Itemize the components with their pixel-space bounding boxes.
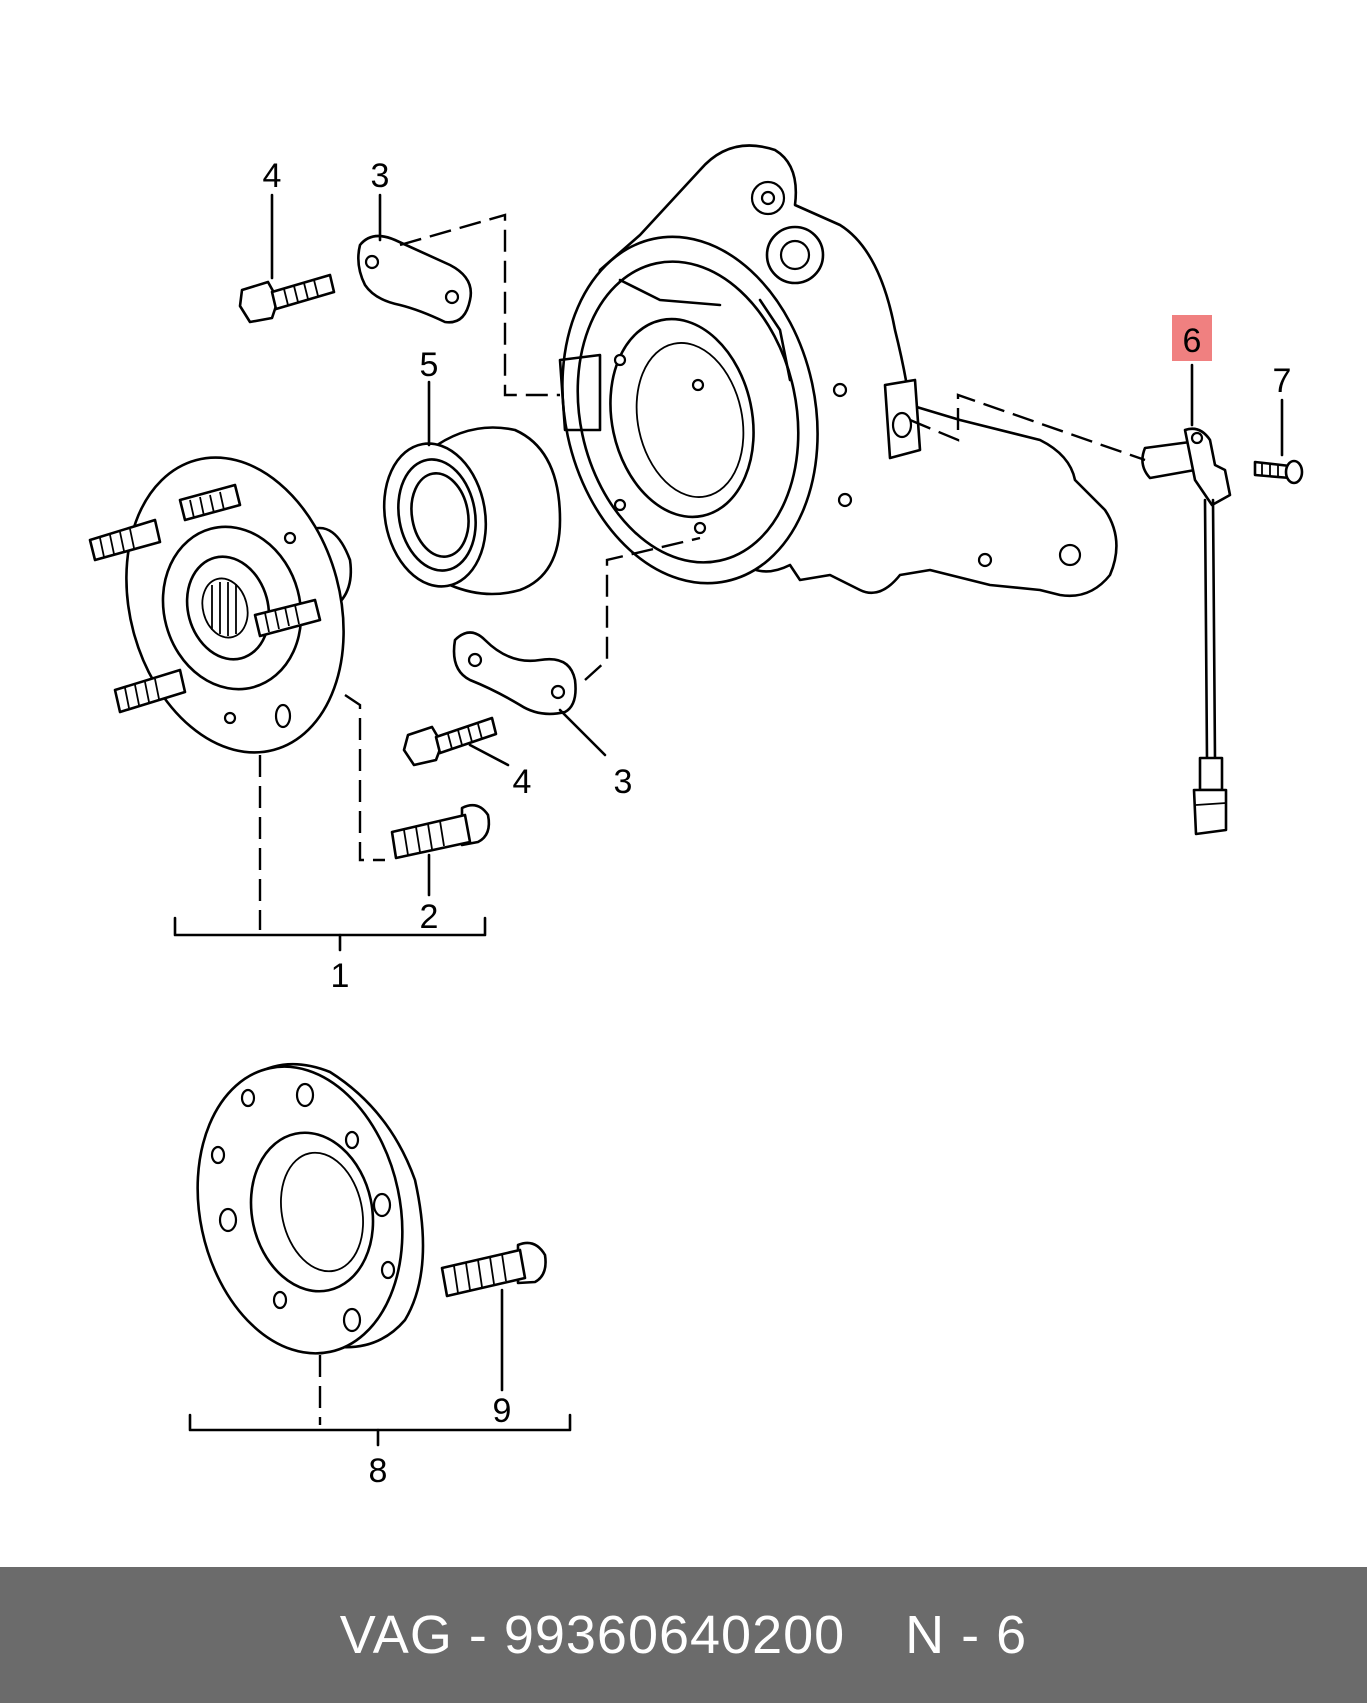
hub-stud	[88, 518, 162, 562]
wheel-hub	[88, 456, 353, 754]
callout-3-upper: 3	[371, 157, 390, 195]
callout-6: 6	[1183, 322, 1202, 360]
footer-bar: VAG - 99360640200 N - 6	[0, 1567, 1367, 1703]
callout-5: 5	[420, 346, 439, 384]
hex-bolt-upper	[238, 273, 336, 324]
hub-flange	[196, 1062, 425, 1355]
speed-sensor	[1141, 427, 1232, 836]
locking-plate-lower	[452, 631, 577, 716]
callout-4-upper: 4	[263, 157, 282, 195]
callout-3-lower: 3	[614, 763, 633, 801]
wheel-stud	[390, 803, 491, 860]
hub-stud	[178, 483, 242, 522]
callout-9: 9	[493, 1392, 512, 1430]
footer-caption: VAG - 99360640200 N - 6	[340, 1604, 1027, 1666]
sensor-screw	[1253, 459, 1304, 485]
flange-stud	[440, 1241, 547, 1298]
leader-lines	[173, 193, 1284, 1447]
position-reference: N - 6	[905, 1605, 1028, 1665]
callout-1: 1	[331, 957, 350, 995]
callout-8: 8	[369, 1452, 388, 1490]
callout-2: 2	[420, 898, 439, 936]
callout-7: 7	[1273, 362, 1292, 400]
exploded-parts-diagram: 1 2 3 3 4 4 5 6 7 8 9	[88, 144, 1304, 1490]
wheel-bearing	[382, 426, 562, 596]
part-reference: VAG - 99360640200	[339, 1605, 846, 1665]
locking-plate-upper	[357, 234, 473, 324]
callout-4-lower: 4	[513, 763, 532, 801]
wheel-bearing-housing	[558, 144, 1118, 598]
hub-stud	[113, 668, 187, 714]
hub-stud	[253, 598, 322, 638]
hex-bolt-lower	[402, 716, 498, 767]
callout-labels: 1 2 3 3 4 4 5 6 7 8 9	[263, 157, 1292, 1490]
callout-6-highlight	[1172, 315, 1212, 361]
